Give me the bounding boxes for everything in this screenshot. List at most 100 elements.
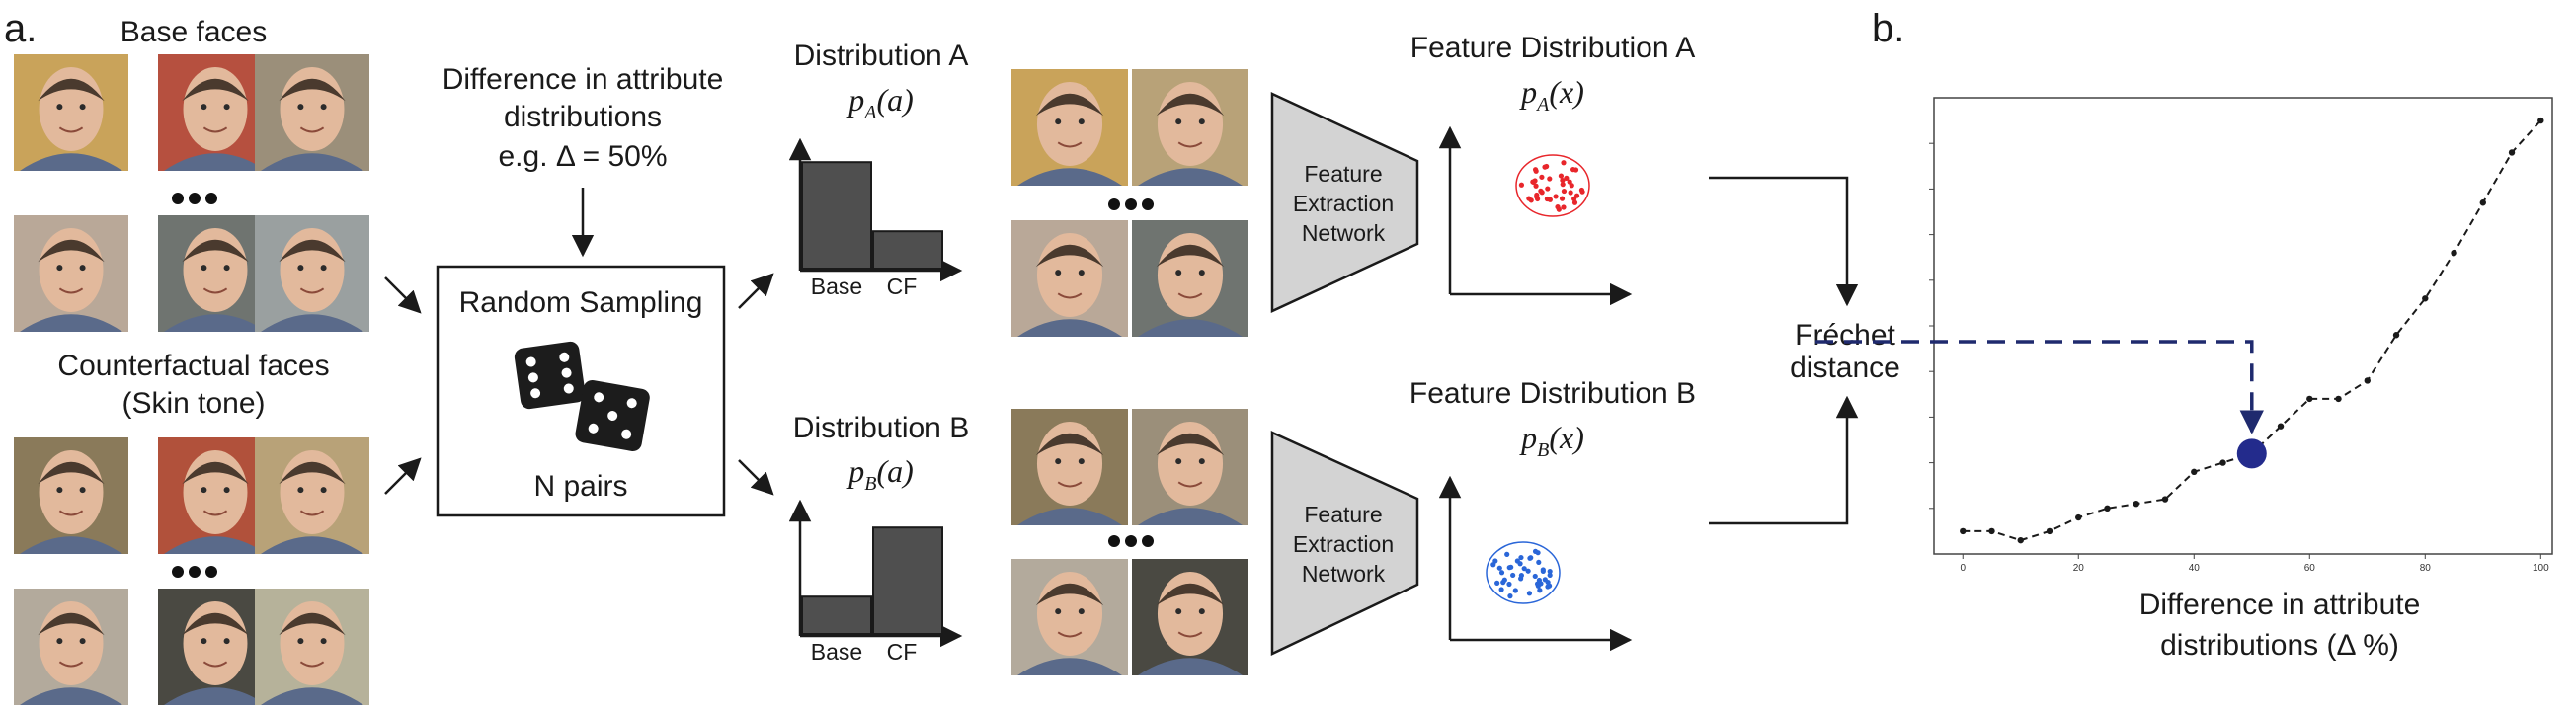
feature-point [1568,190,1573,196]
network-b-line-3: Network [1302,561,1386,587]
chart-frame [1933,97,2553,555]
arrow-feature-a-to-frechet [1709,176,1859,307]
distribution-a-formula: pA(a) [846,82,914,123]
feature-point [1521,566,1527,572]
sampled-face-pairs [1011,69,1248,675]
feature-point [1556,206,1562,212]
feature-point [1545,584,1551,590]
counterfactual-sublabel: (Skin tone) [121,387,265,420]
chart-series-points [1960,117,2544,544]
feature-point [1540,568,1546,574]
chart-point [2306,395,2313,403]
feature-point [1547,197,1553,202]
feature-point [1532,573,1538,580]
feature-dist-a-axes [1438,125,1633,306]
arrow-sampling-to-dist-b [738,459,774,496]
feature-point [1518,576,1524,582]
n-pairs-label: N pairs [533,470,627,503]
feature-point [1547,572,1553,579]
distribution-b-title: Distribution B [793,412,969,444]
feature-point [1504,551,1510,557]
feature-point [1547,176,1553,182]
chart-point [2392,332,2400,339]
base-face-6 [255,215,369,332]
x-tick-label: 40 [2189,563,2201,574]
base-faces-label: Base faces [121,16,267,48]
feature-point [1547,568,1553,575]
chart-point [2075,513,2082,521]
x-tick-label: 0 [1960,563,1966,574]
dice-icon [514,341,650,452]
distribution-a-label-cf: CF [887,274,918,299]
feature-dist-a-formula: pA(x) [1519,74,1584,116]
chart-point [2479,199,2486,206]
feature-point [1537,588,1543,593]
feature-point [1507,593,1513,599]
feature-point [1536,577,1543,584]
ellipsis-top [172,193,217,204]
chart-point [2451,249,2457,257]
panel-a-label: a. [4,7,37,50]
pair-b-face-4 [1132,559,1248,675]
distribution-b-label-cf: CF [887,639,918,665]
cf-face-4 [14,589,128,705]
distribution-b-label-base: Base [811,639,862,665]
chart-point [2133,500,2139,508]
base-face-4 [14,215,128,332]
network-a-line-2: Extraction [1293,191,1394,216]
feature-point [1573,193,1580,198]
counterfactual-label: Counterfactual faces [57,350,329,382]
chart-point [1988,527,1995,535]
feature-extraction-network-b: Feature Extraction Network [1270,431,1419,656]
face-grid [14,54,369,705]
feature-point [1564,175,1570,181]
feature-cluster-b [1486,541,1561,604]
feature-point [1553,194,1559,199]
feature-point [1571,199,1578,205]
pair-b-face-3 [1011,559,1128,675]
feature-point [1514,558,1520,564]
distribution-a-label-base: Base [811,274,862,299]
y-tick-marks [1929,142,1934,510]
feature-dist-a-title: Feature Distribution A [1410,32,1695,64]
feature-point [1579,189,1585,195]
feature-point [1542,164,1548,170]
feature-point [1506,581,1512,588]
feature-point [1560,182,1566,188]
chart-point [2277,423,2285,430]
distribution-a-title: Distribution A [794,39,969,72]
pair-b-face-1 [1011,409,1128,525]
pair-a-face-2 [1132,69,1248,186]
chart-point [2219,459,2226,466]
pair-a-face-3 [1011,220,1128,337]
feature-dist-b-title: Feature Distribution B [1409,377,1696,410]
frechet-connector-dashed [1815,340,2265,434]
chart-point [2537,117,2544,124]
feature-point [1496,565,1502,571]
chart-point [2046,527,2053,535]
feature-point [1508,564,1514,570]
chart-point [2191,468,2198,476]
feature-point [1534,192,1540,198]
distribution-b-bar-base [801,595,872,636]
chart-xlabel-line-1: Difference in attribute [2139,589,2421,621]
x-tick-label: 60 [2304,563,2316,574]
arrow-sampling-to-dist-a [738,273,774,309]
feature-point [1498,587,1504,592]
feature-point [1518,182,1525,188]
feature-point [1560,177,1566,184]
cf-face-6 [255,589,369,705]
feature-point [1570,167,1576,173]
feature-dist-b-formula: pB(x) [1519,420,1584,461]
cf-face-1 [14,437,128,554]
chart-point [2422,295,2429,302]
chart-point [2161,496,2169,503]
cf-face-2 [158,437,273,554]
base-face-2 [158,54,273,171]
feature-extraction-network-a: Feature Extraction Network [1270,92,1419,313]
x-tick-label: 20 [2073,563,2085,574]
base-face-1 [14,54,128,171]
